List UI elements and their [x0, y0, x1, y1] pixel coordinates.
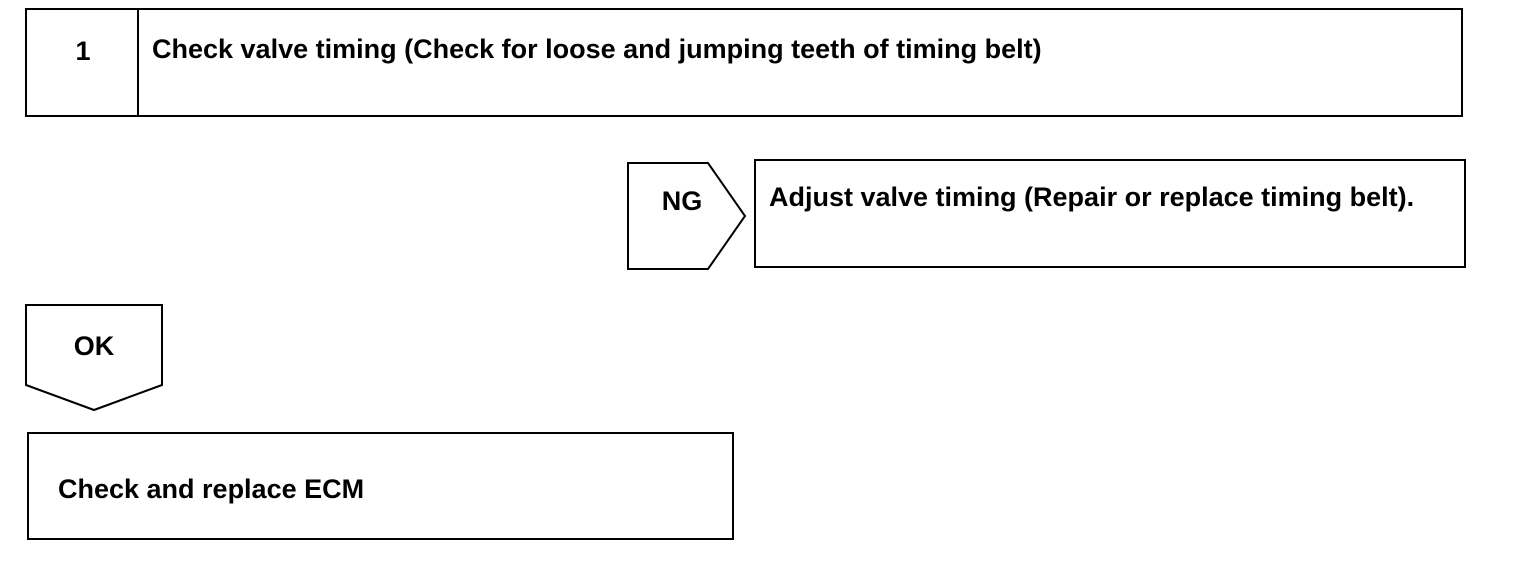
ok-action-text: Check and replace ECM	[58, 474, 365, 504]
ok-arrow-shape	[25, 304, 163, 412]
ok-action-box: Check and replace ECM	[27, 432, 734, 540]
ng-action-box: Adjust valve timing (Repair or replace t…	[754, 159, 1466, 268]
ng-arrow-shape	[627, 162, 747, 270]
step-title: Check valve timing (Check for loose and …	[152, 34, 1042, 64]
ng-action-text: Adjust valve timing (Repair or replace t…	[769, 182, 1415, 212]
step-number-cell: 1	[27, 10, 139, 115]
step-number: 1	[75, 36, 91, 66]
ok-label: OK	[73, 331, 115, 361]
ng-label: NG	[661, 186, 703, 216]
step-box: 1 Check valve timing (Check for loose an…	[25, 8, 1463, 117]
